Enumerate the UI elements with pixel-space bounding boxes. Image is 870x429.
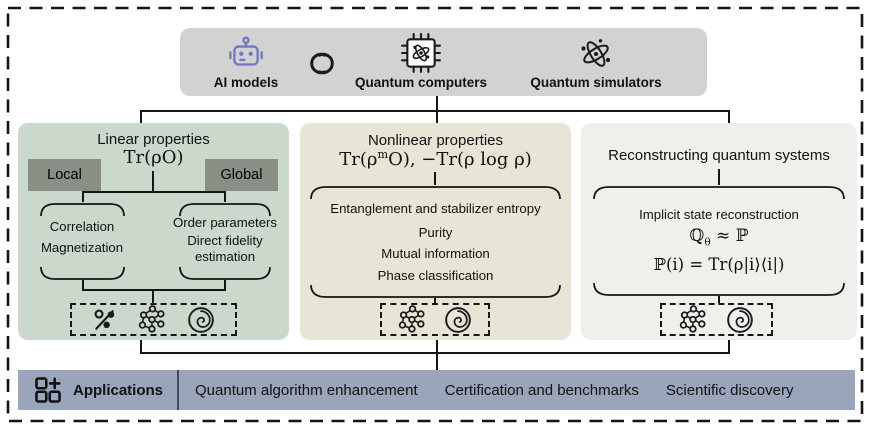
group-item: Correlation [49, 219, 115, 234]
nonlinear-formula: Tr(ρmO), −Tr(ρ log ρ) [339, 148, 532, 170]
neural-network-icon [138, 305, 165, 333]
panel-title: Linear properties [97, 131, 210, 148]
connector-line [152, 289, 154, 303]
tools-box [70, 303, 237, 336]
ai-models-item: AI models [190, 32, 302, 90]
quantum-chip-icon [401, 33, 441, 73]
brace [40, 267, 125, 280]
group-item: Magnetization [40, 240, 124, 255]
chain-link-icon [310, 52, 334, 75]
nonlinear-properties-panel: Nonlinear properties Tr(ρmO), −Tr(ρ log … [300, 123, 571, 340]
quantum-computers-item: Quantum computers [346, 32, 496, 90]
brace [310, 186, 561, 199]
tools-box [380, 303, 490, 336]
panel-title: Reconstructing quantum systems [608, 147, 830, 164]
applications-bar: Applications Quantum algorithm enhanceme… [18, 370, 855, 410]
brace [179, 203, 271, 216]
tools-box [660, 303, 773, 336]
group-item: Entanglement and stabilizer entropy [330, 201, 541, 216]
connector-line [436, 110, 438, 123]
connector-line [434, 298, 436, 303]
connector-line [140, 110, 730, 112]
connector-line [718, 169, 720, 185]
spiral-model-icon [188, 306, 214, 333]
connector-line [224, 280, 226, 289]
reconstruction-formula-2: ℙ(i) = Tr(ρ|i⟩⟨i|) [653, 255, 785, 274]
resources-bar: AI models [180, 28, 707, 96]
group-item: Mutual information [381, 246, 490, 261]
global-tag: Global [205, 159, 278, 191]
connector-line [152, 171, 154, 191]
linear-formula: Tr(ρO) [123, 147, 184, 168]
group-item: Purity [418, 225, 453, 240]
brace [179, 267, 271, 280]
connector-line [728, 110, 730, 123]
quantum-simulators-label: Quantum simulators [530, 75, 662, 90]
quantum-computers-label: Quantum computers [354, 75, 487, 90]
group-item: Implicit state reconstruction [639, 207, 799, 222]
connector-line [434, 172, 436, 185]
brace [310, 285, 561, 298]
atom-icon [581, 39, 611, 67]
connector-line [140, 110, 142, 123]
connector-line [82, 280, 84, 289]
robot-icon [229, 36, 263, 66]
application-item: Certification and benchmarks [444, 381, 639, 399]
connector-line [140, 352, 730, 354]
application-item: Scientific discovery [665, 381, 794, 399]
reconstruction-formula-1: ℚθ ≈ ℙ [689, 226, 749, 249]
reconstruction-panel: Reconstructing quantum systems Implicit … [581, 123, 857, 340]
connector-line [436, 352, 438, 370]
spiral-model-icon [726, 306, 753, 333]
sampling-percent-icon [94, 308, 115, 330]
panel-title: Nonlinear properties [367, 132, 504, 149]
connector-line [436, 340, 438, 352]
ai-models-label: AI models [213, 75, 279, 90]
connector-line [82, 191, 226, 193]
brace [593, 283, 845, 296]
neural-network-icon [399, 305, 425, 333]
quantum-simulators-item: Quantum simulators [516, 32, 676, 90]
connector-line [718, 296, 720, 303]
group-item: Order parameters [172, 215, 278, 230]
linear-properties-panel: Linear properties Tr(ρO) Local Global Co… [18, 123, 289, 340]
brace [593, 186, 845, 199]
applications-label: Applications [73, 381, 164, 399]
connector-line [436, 96, 438, 110]
spiral-model-icon [444, 306, 471, 333]
brace [40, 203, 125, 216]
grid-plus-icon [35, 377, 61, 403]
connector-line [82, 191, 84, 202]
connector-line [82, 289, 226, 291]
local-tag: Local [28, 159, 101, 191]
group-item: Phase classification [377, 268, 494, 283]
connector-line [224, 191, 226, 202]
neural-network-icon [680, 305, 706, 333]
connector-line [140, 340, 142, 352]
connector-line [728, 340, 730, 352]
application-item: Quantum algorithm enhancement [195, 381, 418, 399]
applications-divider [177, 370, 180, 410]
group-item: Direct fidelity estimation [187, 233, 263, 264]
